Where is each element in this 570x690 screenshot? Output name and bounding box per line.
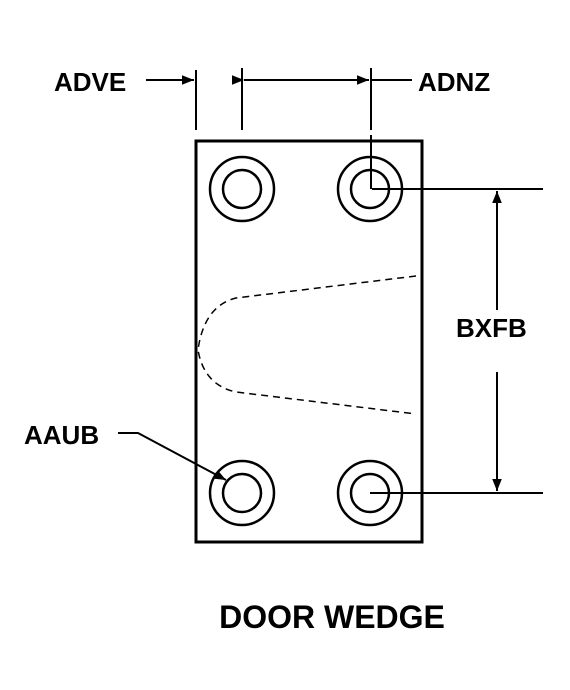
hole-bottom-left [208,459,276,527]
diagram-title: DOOR WEDGE [219,599,445,635]
hole-top-left [208,155,276,223]
label-adnz: ADNZ [418,67,490,97]
label-aaub: AAUB [24,420,99,450]
aaub-leader [118,432,227,481]
label-adve: ADVE [54,67,126,97]
label-bxfb: BXFB [456,313,527,343]
hidden-wedge-profile [197,275,417,415]
wedge-plate [194,139,424,544]
